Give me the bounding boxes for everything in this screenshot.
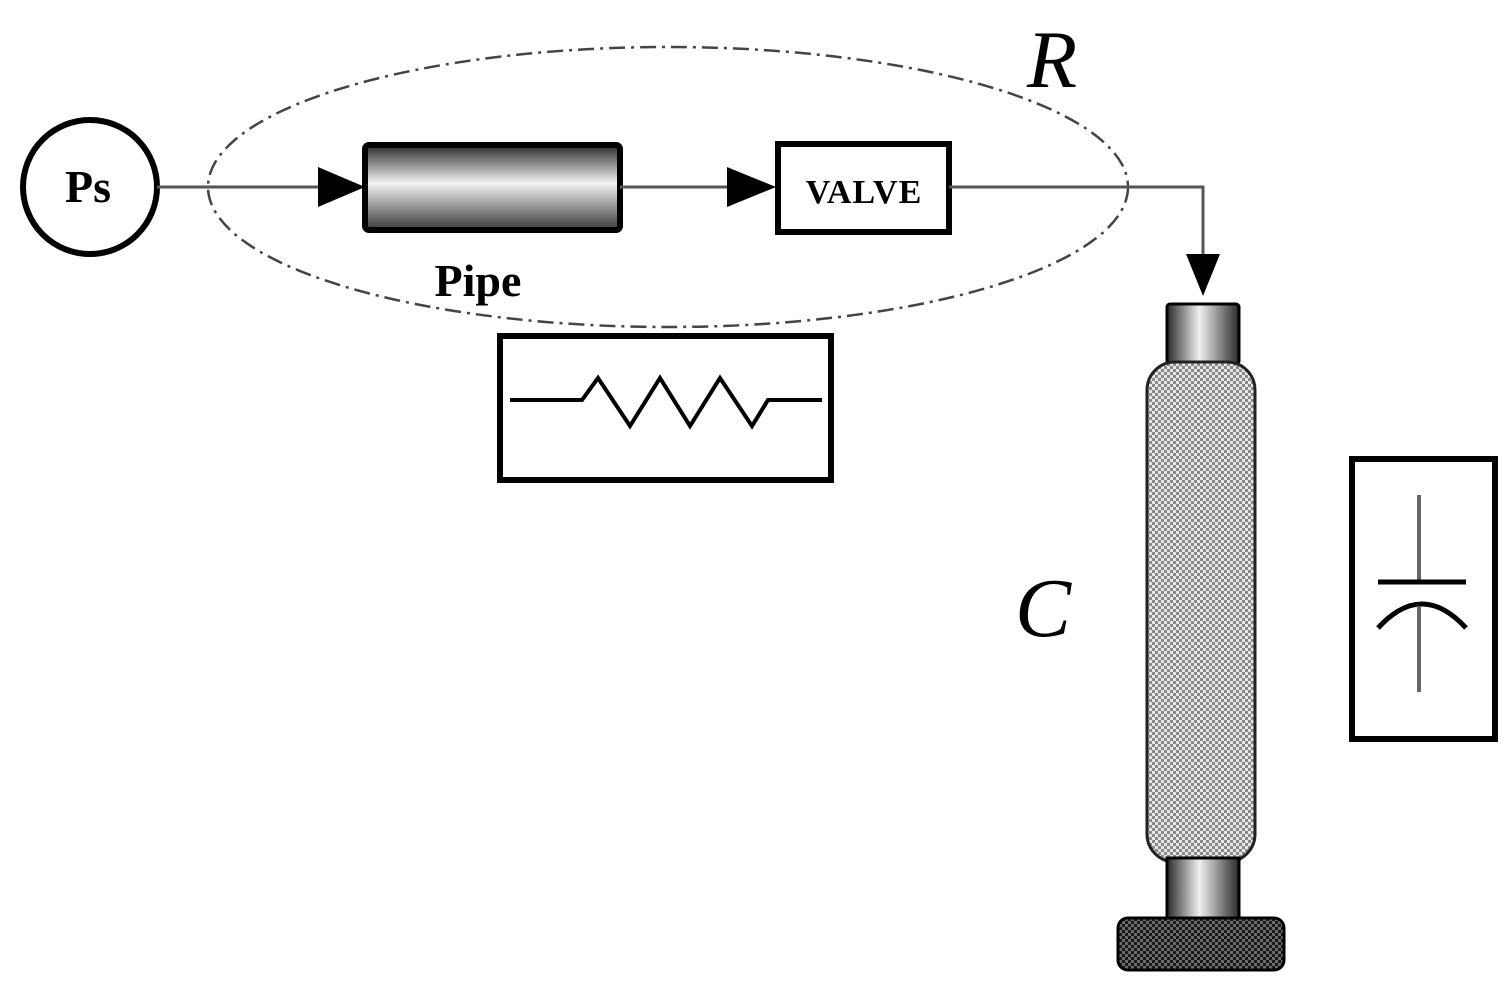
arrow-right-icon	[727, 167, 776, 207]
valve: VALVE	[775, 141, 952, 235]
capacitor-icon	[1349, 456, 1498, 742]
resistor-icon	[497, 333, 834, 483]
pressure-source-label: Ps	[65, 161, 111, 212]
hydraulic-cylinder	[1116, 302, 1286, 972]
capacitance-label: C	[1015, 562, 1072, 655]
pressure-source: Ps	[20, 117, 160, 257]
flow-line-valve-to-cylinder	[949, 185, 1205, 258]
resistance-label: R	[1026, 14, 1077, 105]
pipe	[362, 142, 623, 233]
arrow-down-icon	[1186, 254, 1220, 296]
arrow-right-icon	[318, 167, 365, 207]
pipe-label: Pipe	[435, 255, 522, 306]
valve-label: VALVE	[806, 174, 923, 211]
